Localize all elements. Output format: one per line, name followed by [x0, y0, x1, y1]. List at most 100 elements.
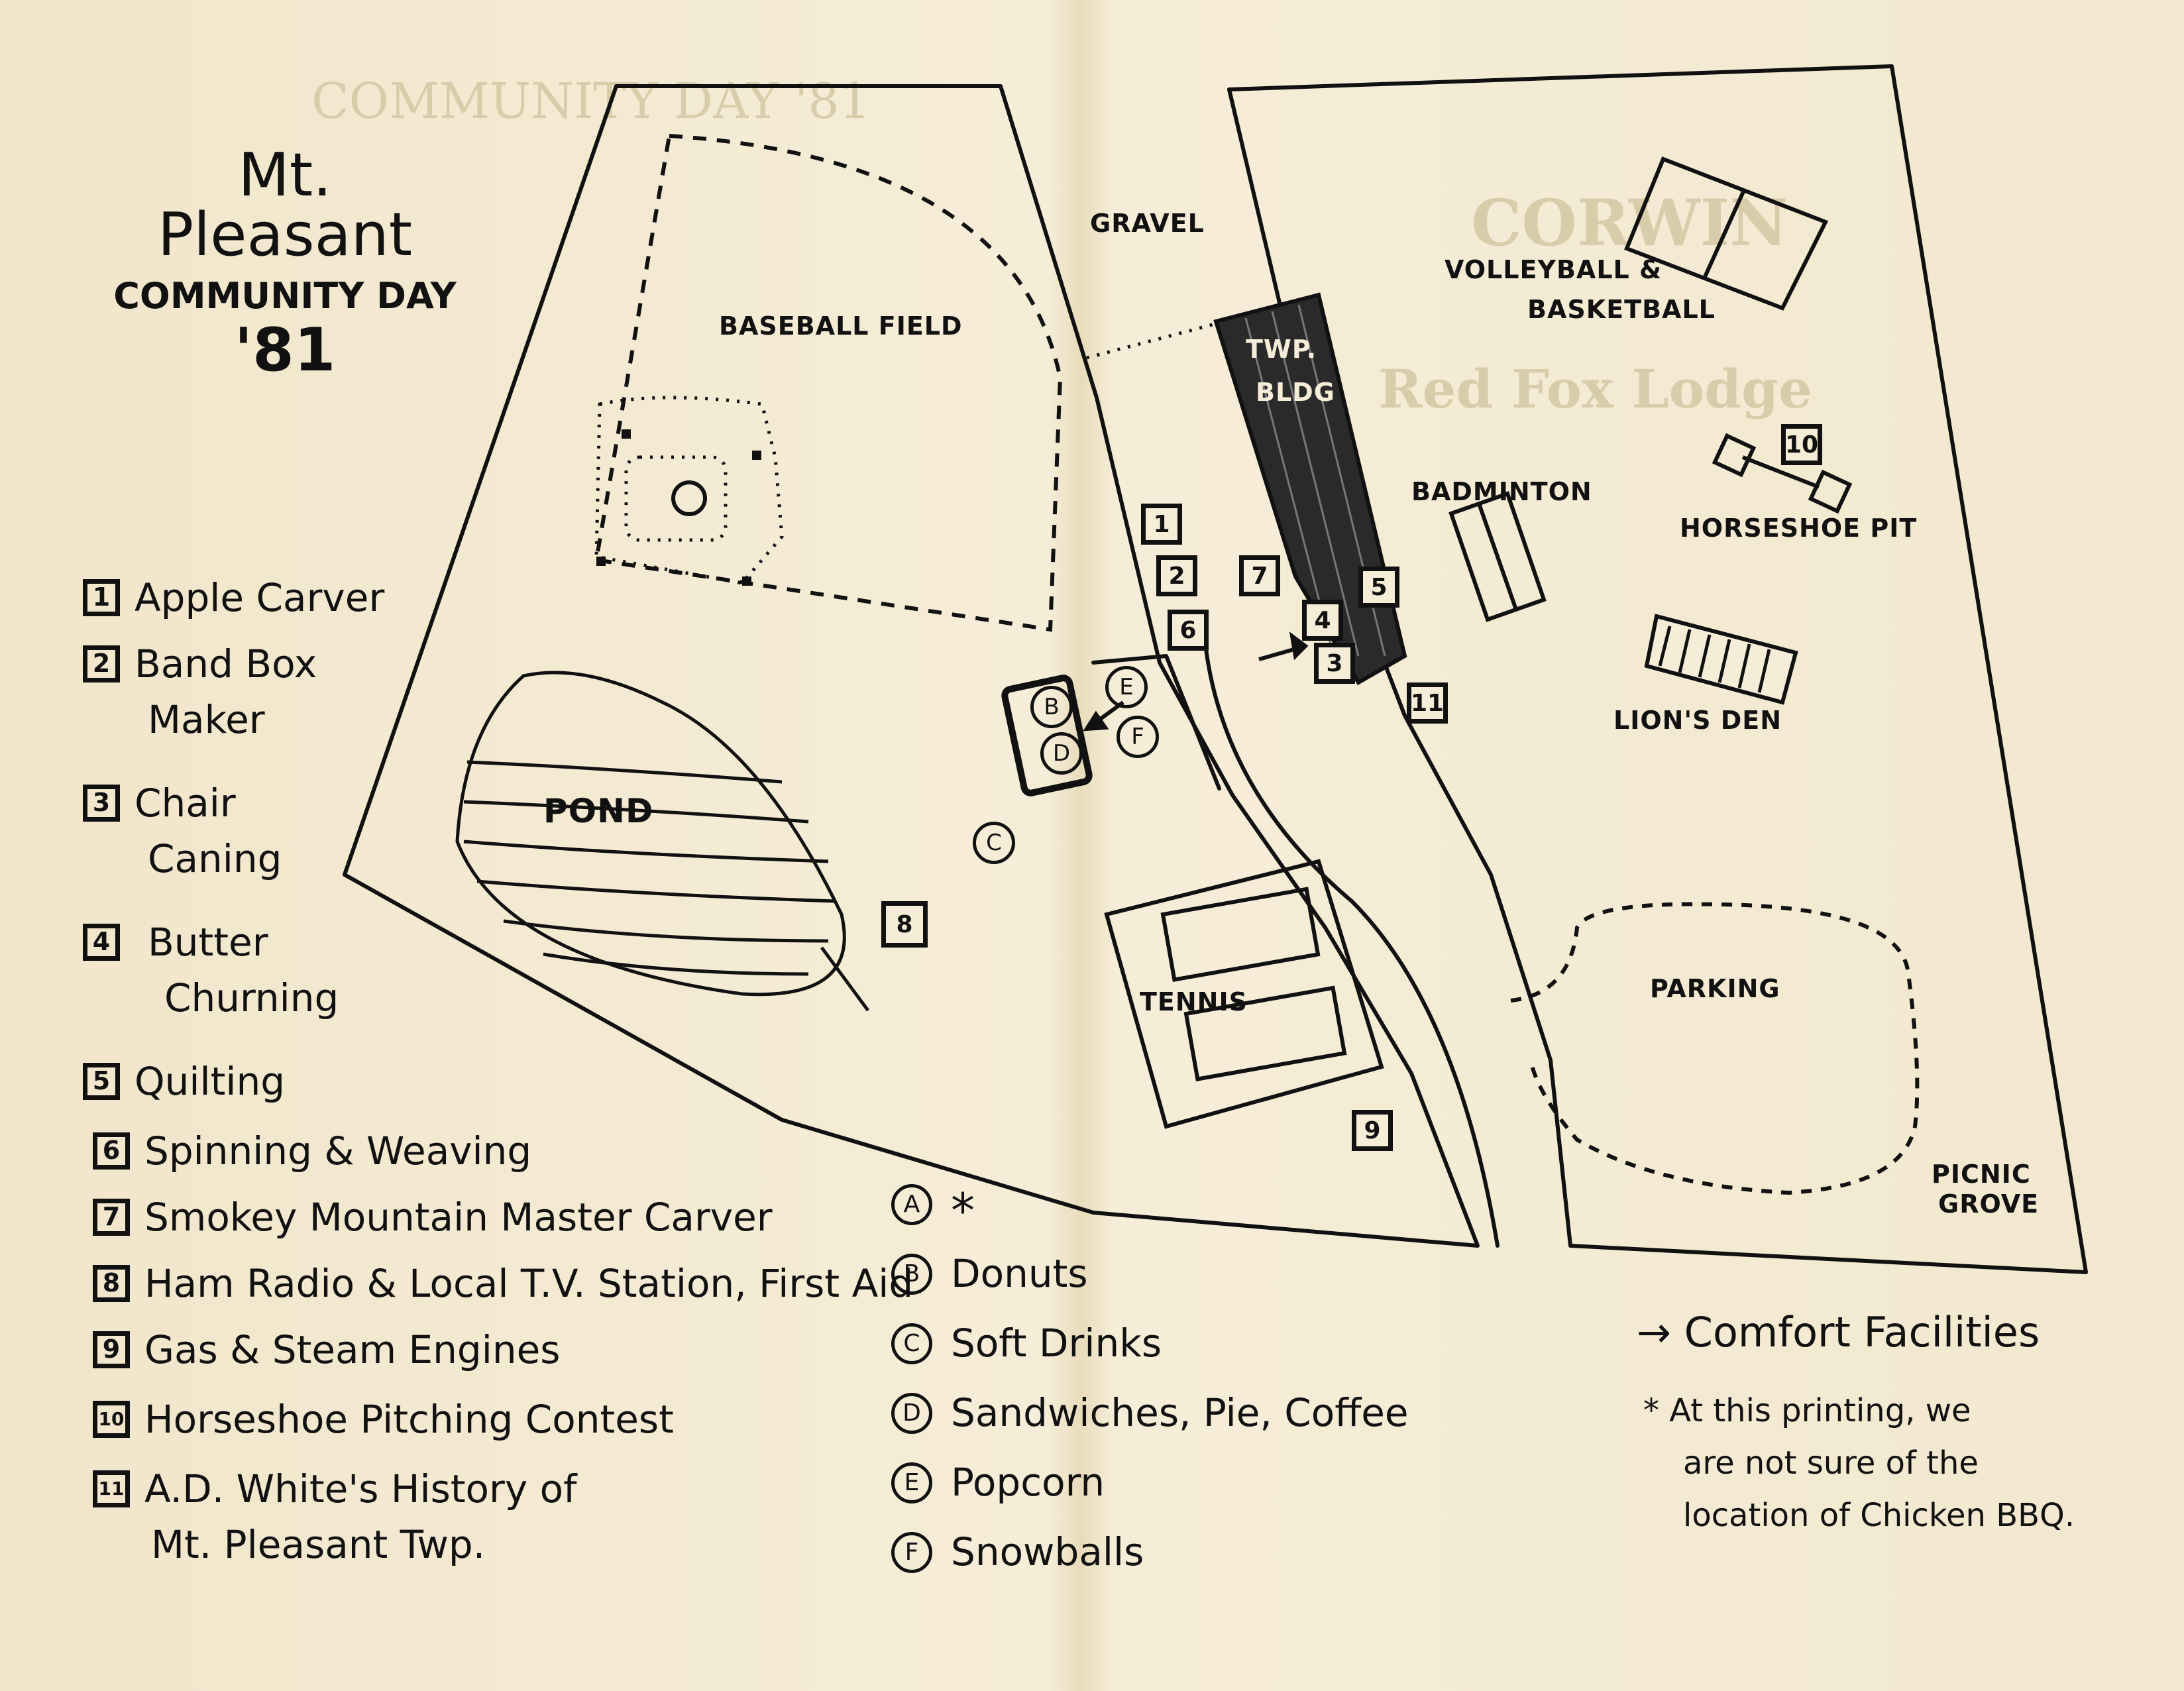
map-marker-6: 6: [1168, 610, 1209, 651]
legend-letter-c: C Soft Drinks: [891, 1315, 1162, 1371]
legend-item-5: 5 Quilting: [83, 1054, 285, 1109]
legend-label-7: Smokey Mountain Master Carver: [144, 1195, 773, 1240]
legend-item-1: 1 Apple Carver: [83, 570, 384, 626]
base: [742, 576, 751, 586]
map-marker-10: 10: [1781, 424, 1822, 465]
label-horseshoe-pit: HORSESHOE PIT: [1680, 514, 1918, 543]
legend-num-5: 5: [83, 1063, 120, 1100]
legend-circle-e: E: [891, 1462, 932, 1503]
show-through-text: Red Fox Lodge: [1378, 358, 1812, 420]
base: [596, 557, 606, 566]
legend-num-4: 4: [83, 924, 120, 961]
legend-label-5: Quilting: [135, 1059, 286, 1104]
bbq-note-line3: location of Chicken BBQ.: [1683, 1497, 2075, 1535]
title-line1: Mt. Pleasant: [157, 140, 413, 270]
legend-num-7: 7: [93, 1199, 130, 1236]
title-line3: '81: [234, 315, 336, 385]
legend-num-11: 11: [93, 1470, 130, 1507]
legend-text-f: Snowballs: [951, 1529, 1144, 1574]
label-pond: POND: [543, 792, 654, 830]
legend-label-9: Gas & Steam Engines: [144, 1327, 561, 1372]
map-marker-f: F: [1117, 716, 1159, 758]
legend-letter-a: A *: [891, 1176, 975, 1245]
map-marker-e: E: [1105, 666, 1148, 708]
label-parking: PARKING: [1650, 974, 1780, 1003]
bbq-note-line2: are not sure of the: [1683, 1445, 1979, 1482]
legend-label-10: Horseshoe Pitching Contest: [144, 1397, 674, 1442]
legend-num-2: 2: [83, 645, 120, 682]
legend-item-6: 6 Spinning & Weaving: [93, 1123, 531, 1179]
legend-num-1: 1: [83, 579, 120, 616]
legend-num-8: 8: [93, 1265, 130, 1302]
left-parcel-outline: [343, 84, 1480, 1248]
bbq-note-line1: * At this printing, we: [1643, 1392, 1971, 1429]
map-marker-4: 4: [1302, 600, 1343, 641]
label-picnic-2: GROVE: [1938, 1189, 2040, 1219]
legend-label-3a: Chair: [135, 781, 236, 826]
pond-shape: [455, 671, 870, 1012]
map-marker-9: 9: [1352, 1110, 1393, 1151]
label-badminton: BADMINTON: [1411, 477, 1592, 506]
show-through-text: COMMUNITY DAY '81: [311, 73, 871, 130]
legend-num-10: 10: [93, 1401, 130, 1438]
bbq-note: * At this printing, we are not sure of t…: [1643, 1385, 2075, 1543]
map-marker-7: 7: [1239, 555, 1280, 596]
legend-num-3: 3: [83, 785, 120, 822]
legend-label-4a: Butter: [148, 920, 268, 965]
booth-bd-outline: [1001, 675, 1093, 796]
legend-num-6: 6: [93, 1132, 130, 1170]
legend-circle-c: C: [891, 1323, 932, 1364]
trail-dots: [1086, 323, 1213, 360]
base: [622, 429, 631, 439]
map-marker-d: D: [1040, 732, 1083, 775]
label-twp-bldg-1: TWP.: [1246, 335, 1317, 364]
pitcher-mound: [671, 480, 707, 516]
map-marker-1: 1: [1141, 504, 1182, 545]
baseball-field-outline: [594, 133, 1063, 632]
road-curve: [1204, 647, 1500, 1248]
legend-item-7: 7 Smokey Mountain Master Carver: [93, 1189, 773, 1245]
label-picnic-1: PICNIC: [1932, 1160, 2031, 1189]
title-line2: COMMUNITY DAY: [113, 275, 457, 317]
legend-circle-d: D: [891, 1393, 932, 1434]
legend-label-6: Spinning & Weaving: [144, 1128, 532, 1173]
legend-circle-f: F: [891, 1532, 932, 1573]
pitcher-area: [624, 455, 728, 542]
map-title: Mt. Pleasant COMMUNITY DAY '81: [113, 146, 457, 380]
tennis-courts: [1104, 859, 1384, 1129]
legend-label-2b: Maker: [148, 697, 265, 743]
legend-letter-e: E Popcorn: [891, 1454, 1105, 1510]
legend-label-11a: A.D. White's History of: [144, 1466, 577, 1511]
legend-label-8: Ham Radio & Local T.V. Station, First Ai…: [144, 1261, 914, 1306]
label-twp-bldg-2: BLDG: [1256, 378, 1335, 407]
label-volleyball-2: BASKETBALL: [1527, 295, 1716, 324]
legend-letter-d: D Sandwiches, Pie, Coffee: [891, 1385, 1409, 1441]
legend-label-3b: Caning: [148, 836, 282, 882]
map-marker-c: C: [973, 822, 1015, 864]
legend-label-2a: Band Box: [135, 641, 317, 686]
legend-circle-b: B: [891, 1254, 932, 1295]
horseshoe-stake: [1712, 433, 1757, 478]
label-gravel: GRAVEL: [1090, 209, 1205, 238]
legend-letter-f: F Snowballs: [891, 1524, 1144, 1580]
middle-road: [1091, 654, 1221, 791]
legend-label-1: Apple Carver: [135, 575, 385, 620]
legend-item-8: 8 Ham Radio & Local T.V. Station, First …: [93, 1256, 913, 1311]
base: [752, 451, 761, 460]
legend-circle-a: A: [891, 1184, 932, 1225]
legend-num-9: 9: [93, 1331, 130, 1368]
map-marker-b: B: [1030, 686, 1073, 728]
label-volleyball-1: VOLLEYBALL &: [1445, 255, 1663, 284]
badminton-court: [1448, 491, 1547, 622]
map-marker-8: 8: [881, 901, 928, 948]
volleyball-court: [1624, 156, 1829, 311]
label-tennis: TENNIS: [1140, 987, 1248, 1016]
legend-letter-b: B Donuts: [891, 1246, 1088, 1301]
label-lions-den: LION'S DEN: [1613, 706, 1782, 735]
comfort-facilities-key: → Comfort Facilities: [1637, 1308, 2040, 1356]
